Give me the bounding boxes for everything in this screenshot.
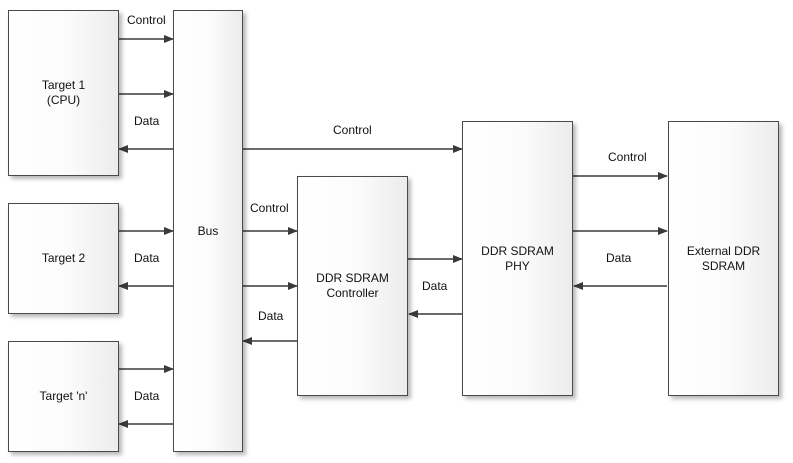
targetn-label: Target 'n' [39,389,88,403]
phy-label: DDR SDRAM PHY [481,243,554,273]
controller-block: DDR SDRAM Controller [297,176,408,396]
controller-bus-data-label: Data [258,309,284,323]
external-sdram-label: External DDR SDRAM [686,243,761,273]
phy-sdram-control-label: Control [608,150,647,164]
bus-controller-control-label: Control [250,201,289,215]
target1-label: Target 1 (CPU) [41,78,86,107]
bus-phy-control-label: Control [333,123,372,137]
phy-controller-data-label: Data [422,279,448,293]
external-sdram-block: External DDR SDRAM [668,121,779,396]
target2-data-label: Data [134,251,160,265]
controller-label: DDR SDRAM Controller [316,271,389,300]
targetn-data-label: Data [134,389,160,403]
phy-block: DDR SDRAM PHY [462,121,573,396]
target2-block: Target 2 [8,203,119,314]
target1-block: Target 1 (CPU) [8,10,119,176]
bus-block: Bus [173,10,243,452]
target1-control-label: Control [127,13,166,27]
target2-label: Target 2 [41,251,86,265]
bus-label: Bus [197,223,219,238]
sdram-phy-data-label: Data [606,251,632,265]
targetn-block: Target 'n' [8,341,119,452]
target1-data-label: Data [134,114,160,128]
